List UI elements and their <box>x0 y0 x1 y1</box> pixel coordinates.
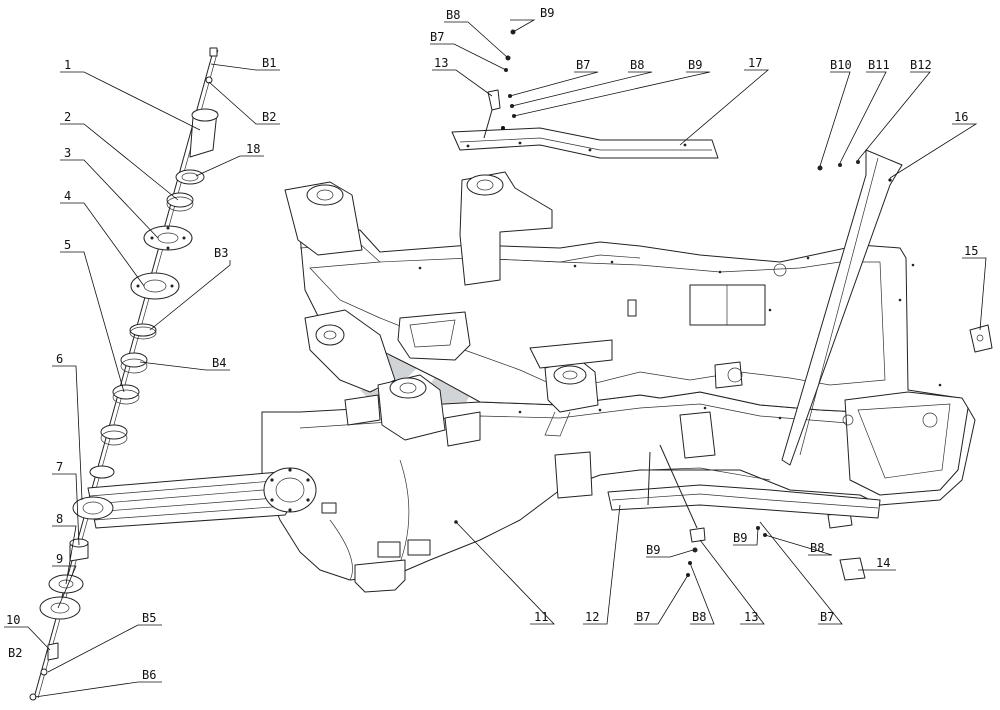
callout-B1: B1 <box>262 56 276 70</box>
callout-7: 7 <box>56 460 63 474</box>
callout-B8-top1: B8 <box>446 8 460 22</box>
callout-B7-top1: B7 <box>430 30 444 44</box>
cross-member <box>607 467 881 519</box>
bracket-15 <box>969 324 993 353</box>
callout-B9-top2: B9 <box>688 58 702 72</box>
callout-17: 17 <box>748 56 762 70</box>
callout-B2-top: B2 <box>262 110 276 124</box>
bracket-13-bottom <box>647 444 706 543</box>
callout-B8-bottom1: B8 <box>692 610 706 624</box>
callout-15: 15 <box>964 244 978 258</box>
callout-6: 6 <box>56 352 63 366</box>
frame-bosses <box>284 171 613 447</box>
callout-B9-bottom1: B9 <box>646 543 660 557</box>
callout-11: 11 <box>534 610 548 624</box>
upper-beam <box>451 127 719 159</box>
callout-B7-bottom2: B7 <box>820 610 834 624</box>
callout-12: 12 <box>585 610 599 624</box>
shaft-assembly <box>29 47 317 701</box>
callout-B4: B4 <box>212 356 226 370</box>
callout-B9-top1: B9 <box>540 6 554 20</box>
callout-14: 14 <box>876 556 890 570</box>
callout-B6: B6 <box>142 668 156 682</box>
callout-B11: B11 <box>868 58 890 72</box>
vertical-bar <box>781 149 903 466</box>
callout-B2-bottom: B2 <box>8 646 22 660</box>
callout-labels: 1 2 3 4 5 6 7 8 9 10 11 12 13 13 14 15 1… <box>6 6 978 682</box>
callout-B5: B5 <box>142 611 156 625</box>
callout-B8-bottom2: B8 <box>810 541 824 555</box>
callout-5: 5 <box>64 238 71 252</box>
callout-B12: B12 <box>910 58 932 72</box>
callout-4: 4 <box>64 189 71 203</box>
callout-B10: B10 <box>830 58 852 72</box>
callout-13-bottom: 13 <box>744 610 758 624</box>
callout-16: 16 <box>954 110 968 124</box>
callout-B7-bottom1: B7 <box>636 610 650 624</box>
callout-1: 1 <box>64 58 71 72</box>
callout-3: 3 <box>64 146 71 160</box>
callout-10: 10 <box>6 613 20 627</box>
leader-lines <box>4 19 987 698</box>
callout-B9-bottom2: B9 <box>733 531 747 545</box>
callout-B3: B3 <box>214 246 228 260</box>
callout-8: 8 <box>56 512 63 526</box>
callout-9: 9 <box>56 552 63 566</box>
callout-18: 18 <box>246 142 260 156</box>
callout-2: 2 <box>64 110 71 124</box>
callout-B7-top2: B7 <box>576 58 590 72</box>
callout-B8-top2: B8 <box>630 58 644 72</box>
callout-13-top: 13 <box>434 56 448 70</box>
